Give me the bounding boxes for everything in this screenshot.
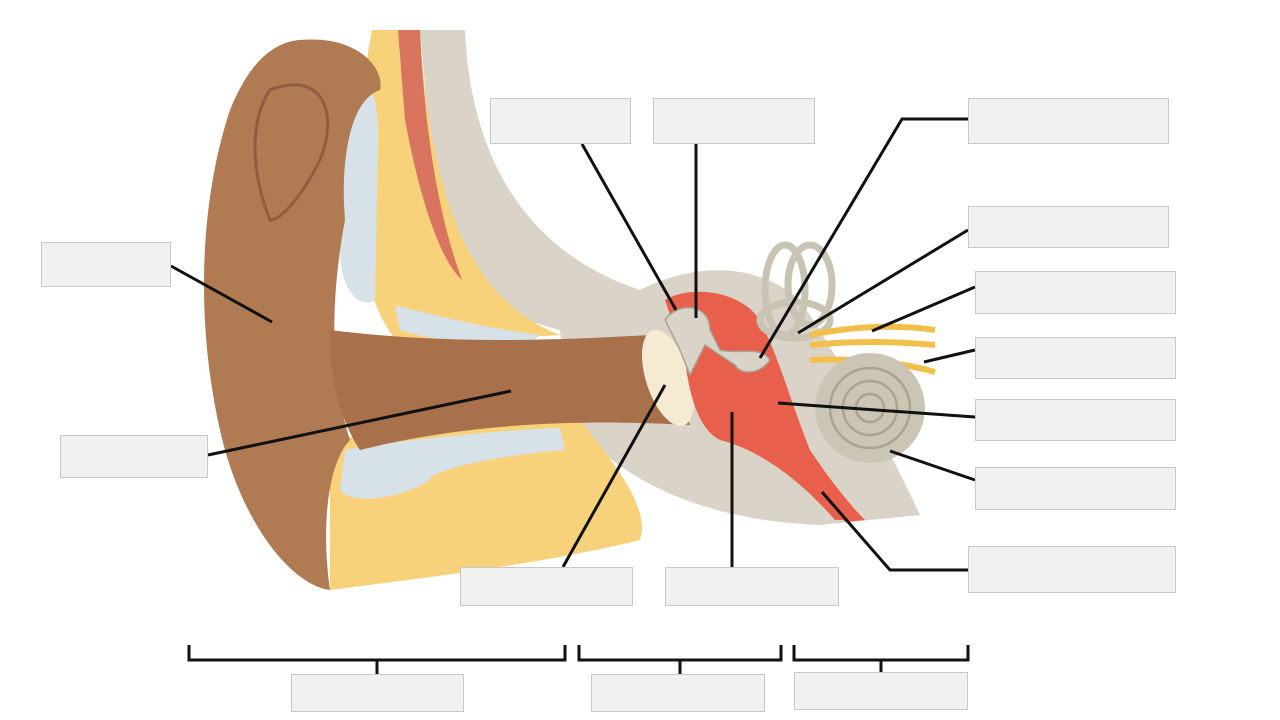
label-box-middle-ear[interactable] [591,674,765,712]
auricle [203,39,381,591]
label-box-7[interactable] [975,399,1176,441]
label-box-4[interactable] [968,206,1169,248]
canal-cartilage-upper [395,305,540,345]
label-box-2[interactable] [653,98,815,144]
label-box-9[interactable] [968,546,1176,593]
temporalis-muscle [398,30,462,280]
label-box-11[interactable] [60,435,208,478]
leader-lines [170,117,976,572]
label-box-13[interactable] [665,567,839,606]
region-brackets [187,645,970,674]
label-box-12[interactable] [460,567,633,606]
label-box-10[interactable] [41,242,171,287]
temporal-bone [420,30,920,525]
label-box-outer-ear[interactable] [291,674,464,712]
canal-cartilage-lower [340,428,565,499]
auditory-tube [790,440,865,522]
label-box-1[interactable] [490,98,631,144]
label-box-inner-ear[interactable] [794,672,968,710]
label-box-3[interactable] [968,98,1169,144]
label-box-6[interactable] [975,337,1176,379]
upper-cartilage [340,87,379,303]
label-box-5[interactable] [975,271,1176,314]
auricle-fold [253,83,330,222]
label-box-8[interactable] [975,467,1176,510]
